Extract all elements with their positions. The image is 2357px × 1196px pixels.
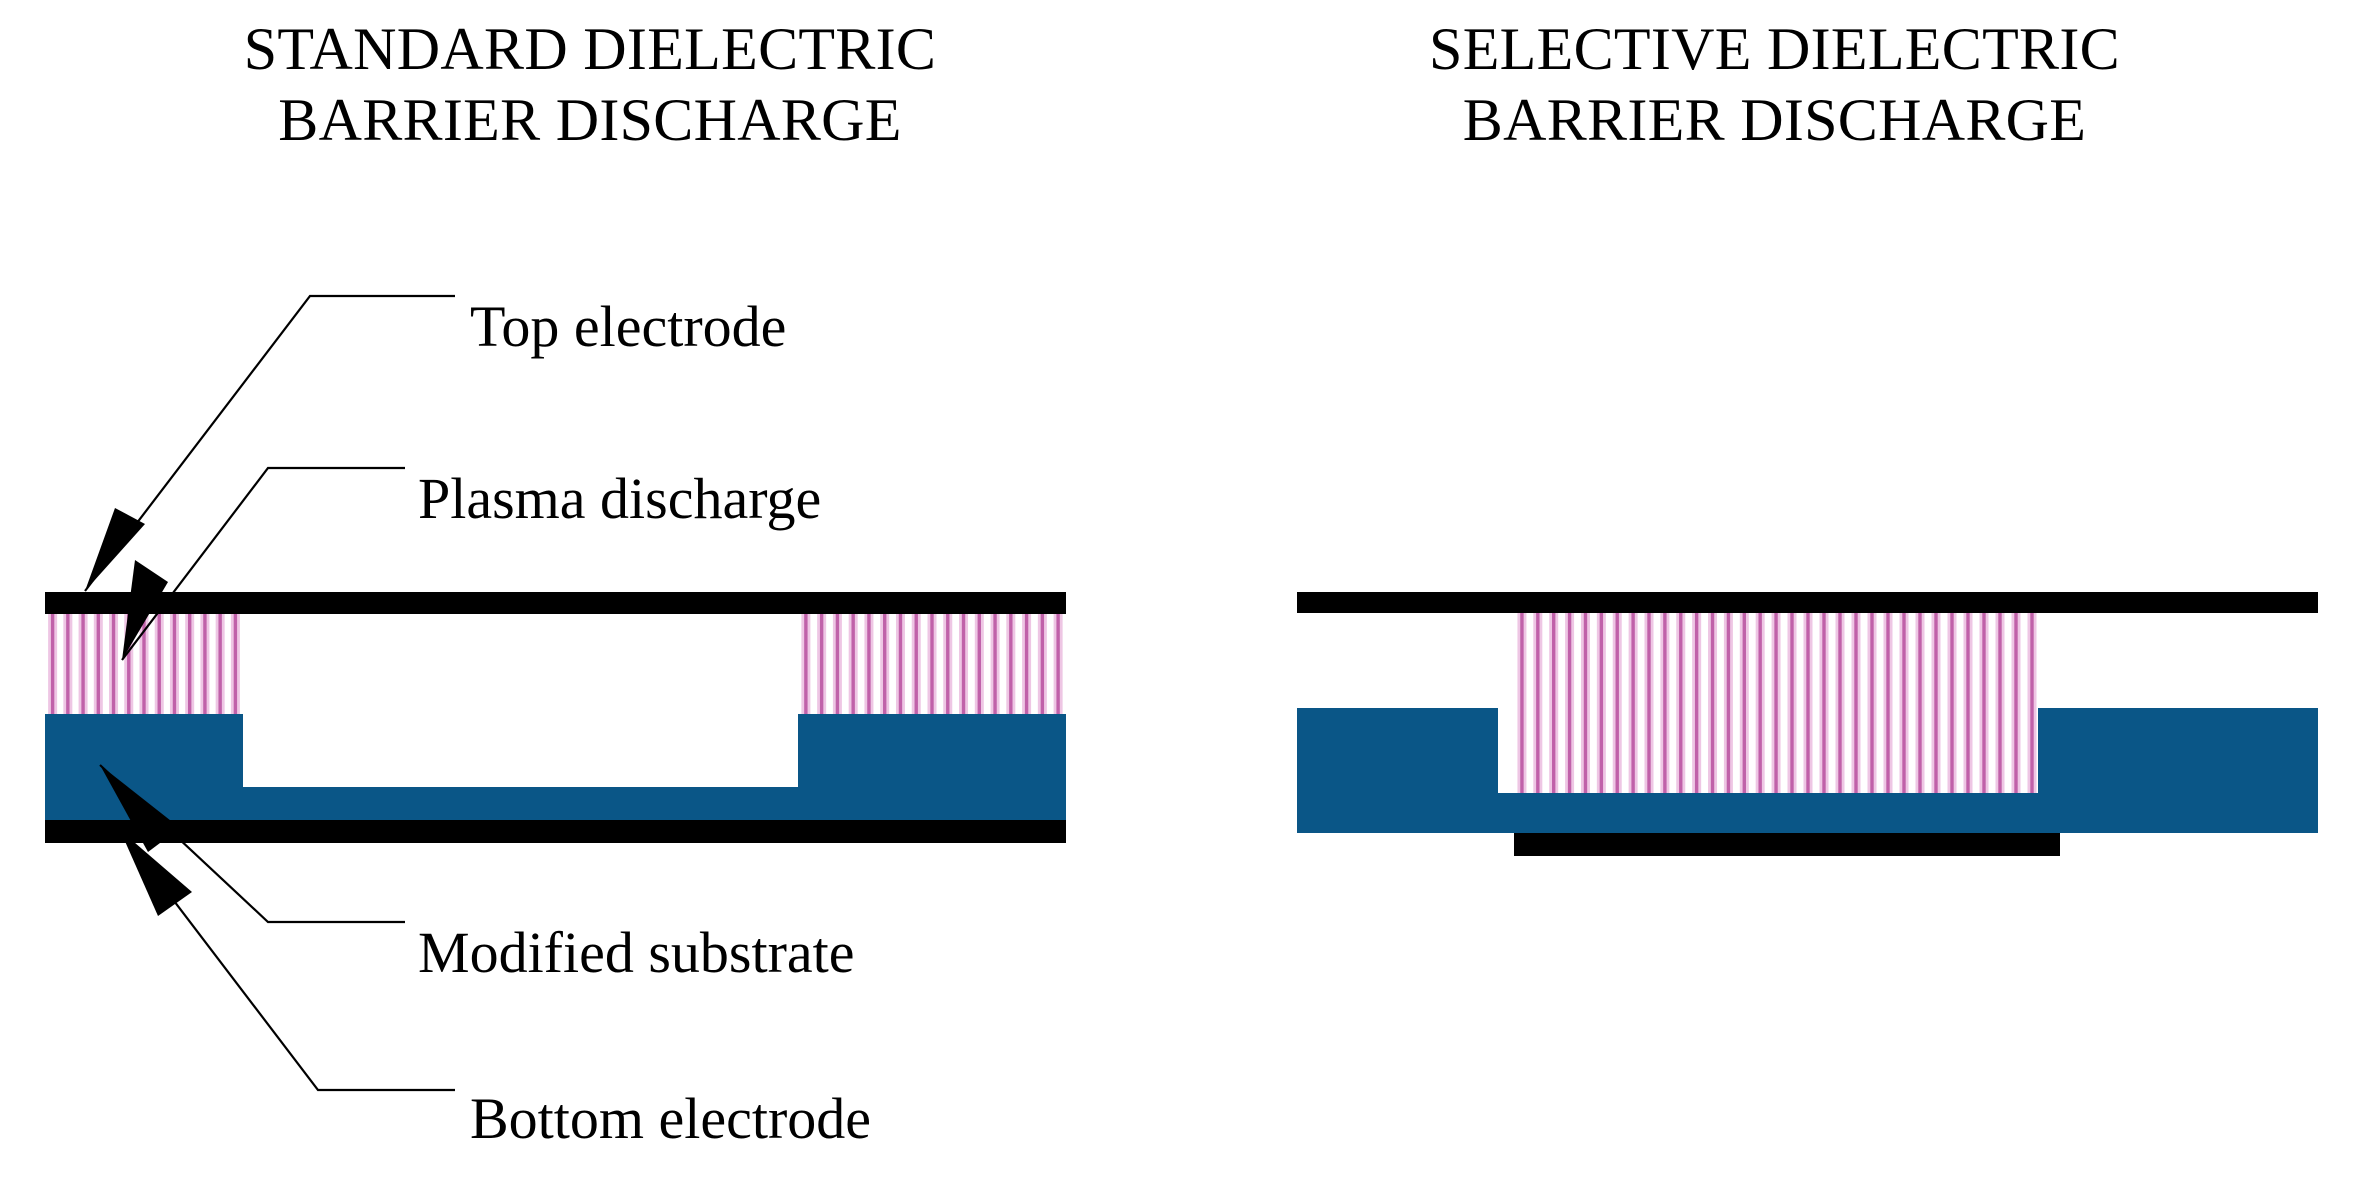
selective-top-electrode [1297,592,2318,613]
callout-label-plasma-discharge: Plasma discharge [418,466,822,531]
selective-substrate-group [1297,708,2318,833]
leader-line-top-electrode [84,294,455,592]
selective-plasma-discharge-group [1517,613,2037,793]
panel-title-standard: STANDARD DIELECTRIC BARRIER DISCHARGE [243,16,937,153]
standard-substrate-group [45,714,1066,820]
standard-modified-substrate [45,714,1066,820]
arrowhead-modified-substrate [100,765,180,852]
selective-bottom-electrode [1514,833,2060,856]
selective-modified-substrate [1297,708,2318,833]
panel-selective-dbd: SELECTIVE DIELECTRIC BARRIER DISCHARGE [1180,0,2357,1196]
arrowhead-bottom-electrode [120,830,192,916]
panel-standard-dbd: STANDARD DIELECTRIC BARRIER DISCHARGE To… [243,16,937,1151]
standard-plasma-discharge-group [48,614,1063,714]
leader-line-bottom-electrode [119,829,455,1092]
arrowhead-plasma-discharge [122,560,168,660]
callout-label-modified-substrate: Modified substrate [418,920,855,985]
arrowhead-top-electrode [85,508,145,591]
callout-label-top-electrode: Top electrode [470,294,787,359]
standard-bottom-electrode [45,820,1066,843]
leader-line-plasma-discharge [121,466,405,661]
callout-leader-group [84,294,455,1092]
standard-top-electrode [45,592,1066,614]
callout-label-bottom-electrode: Bottom electrode [470,1086,872,1151]
panel-title-selective: SELECTIVE DIELECTRIC BARRIER DISCHARGE [1429,16,2120,153]
